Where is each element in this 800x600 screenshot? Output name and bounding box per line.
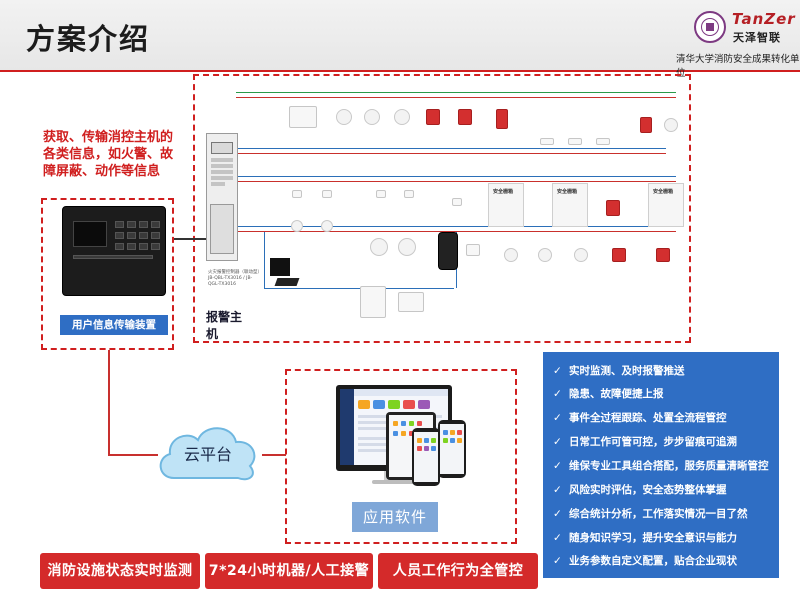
- user-transmission-device-image: [62, 206, 166, 296]
- wire-bus: [264, 288, 454, 289]
- wire-drop: [264, 232, 265, 288]
- speaker-icon: [370, 238, 388, 256]
- app-software-box: [285, 369, 517, 544]
- check-icon: ✓: [553, 460, 562, 472]
- smoke-detector-icon: [336, 109, 352, 125]
- module-icon: [322, 190, 332, 198]
- fire-hydrant-button-icon: [458, 109, 472, 125]
- fire-alarm-control-panel: [206, 133, 238, 261]
- manual-call-point-icon: [612, 248, 626, 262]
- smoke-detector-icon: [364, 109, 380, 125]
- check-icon: ✓: [553, 484, 562, 496]
- input-module-icon: [568, 138, 582, 145]
- page-title: 方案介绍: [26, 22, 151, 56]
- feature-item: ✓随身知识学习，提升安全意识与能力: [553, 529, 737, 547]
- smoke-detector-icon: [538, 248, 552, 262]
- check-icon: ✓: [553, 508, 562, 520]
- wire-bus: [236, 148, 666, 149]
- heat-detector-icon: [394, 109, 410, 125]
- check-icon: ✓: [553, 365, 562, 377]
- input-module-icon: [596, 138, 610, 145]
- connector-device-to-cloud: [108, 454, 158, 456]
- fire-door-monitor-device: [360, 286, 386, 318]
- smoke-detector-icon: [321, 220, 333, 232]
- app-software-label: 应用软件: [352, 502, 438, 532]
- alarm-host-label: 报警主机: [206, 310, 243, 341]
- check-icon: ✓: [553, 412, 562, 424]
- check-icon: ✓: [553, 388, 562, 400]
- check-icon: ✓: [553, 532, 562, 544]
- module-icon: [404, 190, 414, 198]
- user-device-label: 用户信息传输装置: [60, 315, 168, 335]
- phone-image: [438, 420, 466, 478]
- pill-24h-alarm-reception: 7*24小时机器/人工接警: [205, 553, 373, 589]
- feature-item: ✓隐患、故障便捷上报: [553, 385, 664, 403]
- tablet-image: [386, 412, 436, 480]
- smoke-detector-icon: [291, 220, 303, 232]
- explosion-proof-call-point-icon: [606, 200, 620, 216]
- panel-caption: 火灾报警控制器（联动型）JB-QBL-TX3016 / JB-QGL-TX301…: [208, 270, 260, 287]
- monitor-base: [372, 480, 416, 484]
- header-bar: 方案介绍 TanZer 天泽智联 清华大学消防安全成果转化单位: [0, 0, 800, 79]
- user-device-box: [41, 198, 174, 350]
- cloud-label: 云平台: [183, 445, 232, 464]
- hydrant-button-icon: [656, 248, 670, 262]
- brand-name-en: TanZer: [732, 10, 796, 28]
- connector-device-to-cloud: [108, 350, 110, 456]
- check-icon: ✓: [553, 436, 562, 448]
- feature-item: ✓风险实时评估，安全态势整体掌握: [553, 481, 727, 499]
- phone-image: [412, 428, 440, 486]
- sound-light-alarm-icon: [496, 109, 508, 129]
- safety-barrier-cabinet: 安全栅箱: [488, 183, 524, 227]
- manual-alarm-display-device: [289, 106, 317, 128]
- input-module-icon: [540, 138, 554, 145]
- wire-bus: [236, 92, 676, 93]
- smoke-detector-icon: [664, 118, 678, 132]
- wire-bus: [236, 153, 666, 154]
- smoke-detector-icon: [504, 248, 518, 262]
- feature-item: ✓日常工作可管可控，步步留痕可追溯: [553, 433, 737, 451]
- pill-realtime-monitoring: 消防设施状态实时监测: [40, 553, 200, 589]
- keyboard-icon: [274, 278, 300, 286]
- university-seal-logo: [694, 11, 726, 43]
- brand-name-cn: 天泽智联: [733, 31, 781, 44]
- pill-staff-behavior-control: 人员工作行为全管控: [378, 553, 538, 589]
- module-icon: [376, 190, 386, 198]
- wire-bus: [236, 226, 676, 227]
- info-description: 获取、传输消控主机的各类信息，如火警、故障屏蔽、动作等信息: [43, 130, 174, 179]
- power-monitor-device: [398, 292, 424, 312]
- wire-bus: [236, 176, 676, 177]
- feature-item: ✓维保专业工具组合搭配，服务质量清晰管控: [553, 457, 769, 475]
- flame-detector-icon: [438, 232, 458, 270]
- monitor-pc-icon: [270, 258, 290, 276]
- feature-item: ✓事件全过程跟踪、处置全流程管控: [553, 409, 727, 427]
- fire-alarm-bell-icon: [640, 117, 652, 133]
- module-icon: [292, 190, 302, 198]
- wire-bus: [236, 97, 676, 98]
- wire-bus: [236, 231, 676, 232]
- feature-item: ✓综合统计分析，工作落实情况一目了然: [553, 505, 748, 523]
- speaker-icon: [398, 238, 416, 256]
- safety-barrier-cabinet: 安全栅箱: [552, 183, 588, 227]
- wire-bus: [236, 181, 676, 182]
- connector-device-to-host: [174, 238, 206, 240]
- manual-call-point-icon: [426, 109, 440, 125]
- feature-item: ✓业务参数自定义配置，贴合企业现状: [553, 552, 737, 570]
- heat-detector-icon: [574, 248, 588, 262]
- features-panel: ✓实时监测、及时报警推送 ✓隐患、故障便捷上报 ✓事件全过程跟踪、处置全流程管控…: [543, 352, 779, 578]
- brand-tagline: 清华大学消防安全成果转化单位: [676, 54, 800, 79]
- safety-barrier-cabinet: 安全栅箱: [648, 183, 684, 227]
- module-icon: [452, 198, 462, 206]
- cloud-platform-icon: [159, 427, 256, 481]
- alarm-host-system-box: [193, 74, 691, 343]
- beam-detector-icon: [466, 244, 480, 256]
- connector-cloud-to-app: [262, 454, 286, 456]
- check-icon: ✓: [553, 555, 562, 567]
- feature-item: ✓实时监测、及时报警推送: [553, 362, 685, 380]
